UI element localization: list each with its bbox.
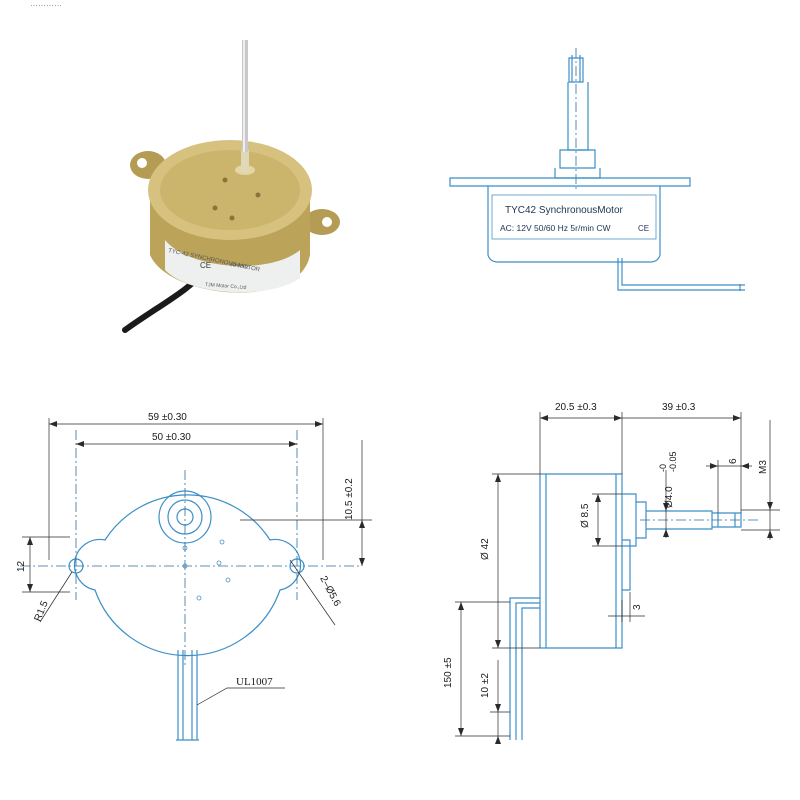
dim-wire-length: 150 ±5 [443, 657, 454, 688]
side-wires [509, 597, 540, 740]
front-label-title: TYC42 SynchronousMotor [505, 205, 624, 216]
dim-ear-radius: R1.5 [33, 599, 51, 623]
photo-label [165, 240, 300, 293]
dim-body-diameter: Ø 42 [480, 538, 491, 560]
bottom-outline [73, 494, 302, 657]
dim-hole-spacing: 50 ±0.30 [152, 432, 191, 443]
front-boss [559, 149, 596, 169]
dim-offset-height: 10.5 ±0.2 [344, 478, 355, 520]
photo-label-line-4: TJM Motor Co.,Ltd [205, 282, 247, 291]
dim-shaft-tol-bottom: -0.05 [668, 451, 678, 472]
front-shaft [567, 82, 589, 151]
bottom-view: UL1007 59 ±0.30 50 ±0.30 10.5 ±0.2 12 R1… [16, 412, 372, 741]
front-view: TYC42 SynchronousMotor AC: 12V 50/60 Hz … [449, 48, 745, 291]
bottom-cable-label: UL1007 [236, 676, 273, 688]
bottom-hub-outer [158, 490, 212, 544]
dim-body-depth: 20.5 ±0.3 [555, 402, 597, 413]
side-boss [622, 493, 637, 547]
dim-mount-hole: 2–Ø5.6 [317, 574, 342, 609]
side-view: 20.5 ±0.3 39 ±0.3 Ø4.0 -0 -0.05 6 M3 Ø 4… [443, 402, 780, 744]
dim-outer-width: 59 ±0.30 [148, 412, 187, 423]
bottom-wires [177, 650, 198, 740]
dim-shaft-length: 39 ±0.3 [662, 402, 696, 413]
front-label-spec: AC: 12V 50/60 Hz 5r/min CW [500, 223, 611, 233]
front-wire-2 [621, 258, 745, 286]
side-shaft-tip [712, 512, 742, 528]
dim-boss-height: 3 [632, 604, 643, 610]
dim-boss-diameter: Ø 8.5 [580, 503, 591, 528]
side-flange [622, 539, 631, 591]
dim-shaft-tol-top: -0 [658, 464, 668, 472]
header-text: ………… [30, 0, 62, 8]
dim-shaft-diameter: Ø4.0 [664, 486, 675, 508]
dim-flat-length: 6 [728, 458, 739, 464]
side-body [539, 473, 623, 649]
dim-thread: M3 [758, 460, 769, 474]
front-shaft-tip [568, 57, 584, 83]
front-body [487, 186, 661, 263]
dim-ear-height: 12 [16, 560, 27, 572]
dim-strip-length: 10 ±2 [480, 673, 491, 698]
photo-label-line-3: 50/60Hz [230, 262, 250, 271]
front-label-mark: CE [638, 224, 649, 233]
front-flange [449, 177, 691, 187]
motor-photo: TYC-42 SYNCHRONOUS MOTOR CE 50/60Hz TJM … [122, 40, 340, 333]
front-label-box [491, 194, 657, 240]
photo-label-line-2: CE [200, 261, 211, 270]
front-wire-1 [617, 258, 745, 291]
